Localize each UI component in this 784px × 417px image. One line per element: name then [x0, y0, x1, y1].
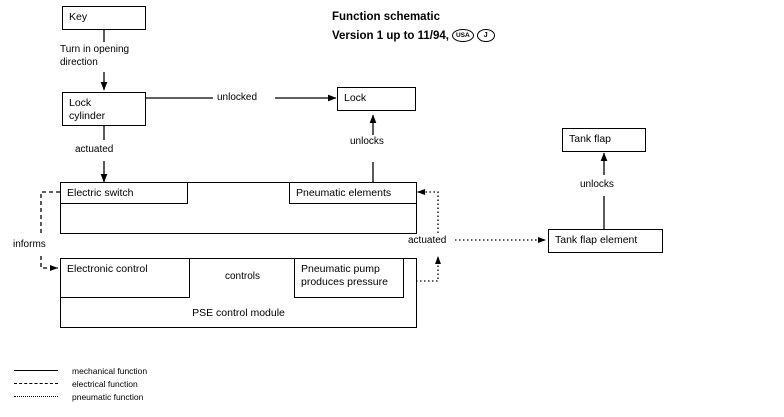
- edge-label-unlocks-lock: unlocks: [350, 135, 384, 148]
- unlocks-lock-text: unlocks: [350, 136, 384, 147]
- title-line-1: Function schematic: [332, 11, 440, 23]
- node-tank-flap-element-label: Tank flap element: [555, 234, 638, 246]
- pse-control-module-text: PSE control module: [192, 307, 285, 319]
- japan-badge: J: [476, 29, 495, 43]
- node-pneumatic-pump[interactable]: Pneumatic pump produces pressure: [294, 258, 404, 298]
- pse-control-module-label: PSE control module: [60, 307, 417, 319]
- legend-dotted-line-icon: [14, 396, 58, 397]
- node-pneumatic-elements[interactable]: Pneumatic elements: [289, 182, 417, 204]
- usa-badge: USA: [451, 29, 474, 43]
- node-pneumatic-pump-label-2: produces pressure: [301, 276, 388, 288]
- node-tank-flap-label: Tank flap: [569, 133, 612, 145]
- node-tank-flap[interactable]: Tank flap: [562, 128, 646, 152]
- actuated-pneumatic-text: actuated: [408, 235, 447, 246]
- wire-informs-to-electroniccontrol: [40, 256, 59, 271]
- legend-row-pneumatic: pneumatic function: [14, 390, 147, 403]
- node-key-label: Key: [69, 11, 88, 23]
- edge-label-controls: controls: [225, 270, 261, 283]
- edge-label-actuated-switch: actuated: [75, 143, 114, 156]
- node-lock-cylinder-label-1: Lock: [69, 97, 92, 109]
- controls-text: controls: [225, 271, 261, 282]
- actuated-switch-text: actuated: [75, 144, 114, 155]
- node-key[interactable]: Key: [62, 6, 146, 30]
- node-pneumatic-pump-label-1: Pneumatic pump: [301, 263, 380, 275]
- legend-solid-line-icon: [14, 370, 58, 371]
- node-lock-cylinder-label-2: cylinder: [69, 110, 106, 122]
- wire-actuated-to-pneumaticelements: [416, 189, 439, 233]
- legend-dashed-line-icon: [14, 383, 58, 384]
- node-electronic-control[interactable]: Electronic control: [60, 258, 190, 298]
- turn-label-line-2: direction: [60, 57, 98, 68]
- turn-label-line-1: Turn in opening: [60, 44, 130, 55]
- wire-electricswitch-informs-part1: [40, 191, 60, 233]
- edge-label-unlocked: unlocked: [217, 91, 258, 104]
- legend-label-pneumatic: pneumatic function: [72, 391, 144, 402]
- unlocks-tankflap-text: unlocks: [580, 179, 614, 190]
- edge-label-informs: informs: [13, 238, 46, 251]
- informs-text: informs: [13, 239, 46, 250]
- legend: mechanical function electrical function …: [14, 364, 147, 403]
- node-electric-switch-label: Electric switch: [67, 187, 134, 199]
- edge-label-actuated-pneumatic: actuated: [408, 234, 447, 247]
- node-electric-switch[interactable]: Electric switch: [60, 182, 188, 204]
- edge-label-unlocks-tankflap: unlocks: [580, 178, 614, 191]
- edge-label-turn-in-opening-direction: Turn in opening direction: [60, 43, 130, 69]
- node-pneumatic-elements-label: Pneumatic elements: [296, 187, 392, 199]
- legend-label-electrical: electrical function: [72, 378, 138, 389]
- node-electronic-control-label: Electronic control: [67, 263, 148, 275]
- node-lock[interactable]: Lock: [337, 87, 416, 111]
- node-lock-label: Lock: [344, 92, 367, 104]
- node-tank-flap-element[interactable]: Tank flap element: [548, 229, 663, 253]
- legend-row-electrical: electrical function: [14, 377, 147, 390]
- legend-row-mechanical: mechanical function: [14, 364, 147, 377]
- legend-label-mechanical: mechanical function: [72, 365, 148, 376]
- node-lock-cylinder[interactable]: Lock cylinder: [62, 92, 146, 126]
- unlocked-text: unlocked: [217, 92, 258, 103]
- diagram-title: Function schematic Version 1 up to 11/94…: [332, 8, 495, 46]
- title-line-2: Version 1 up to 11/94,: [332, 30, 449, 42]
